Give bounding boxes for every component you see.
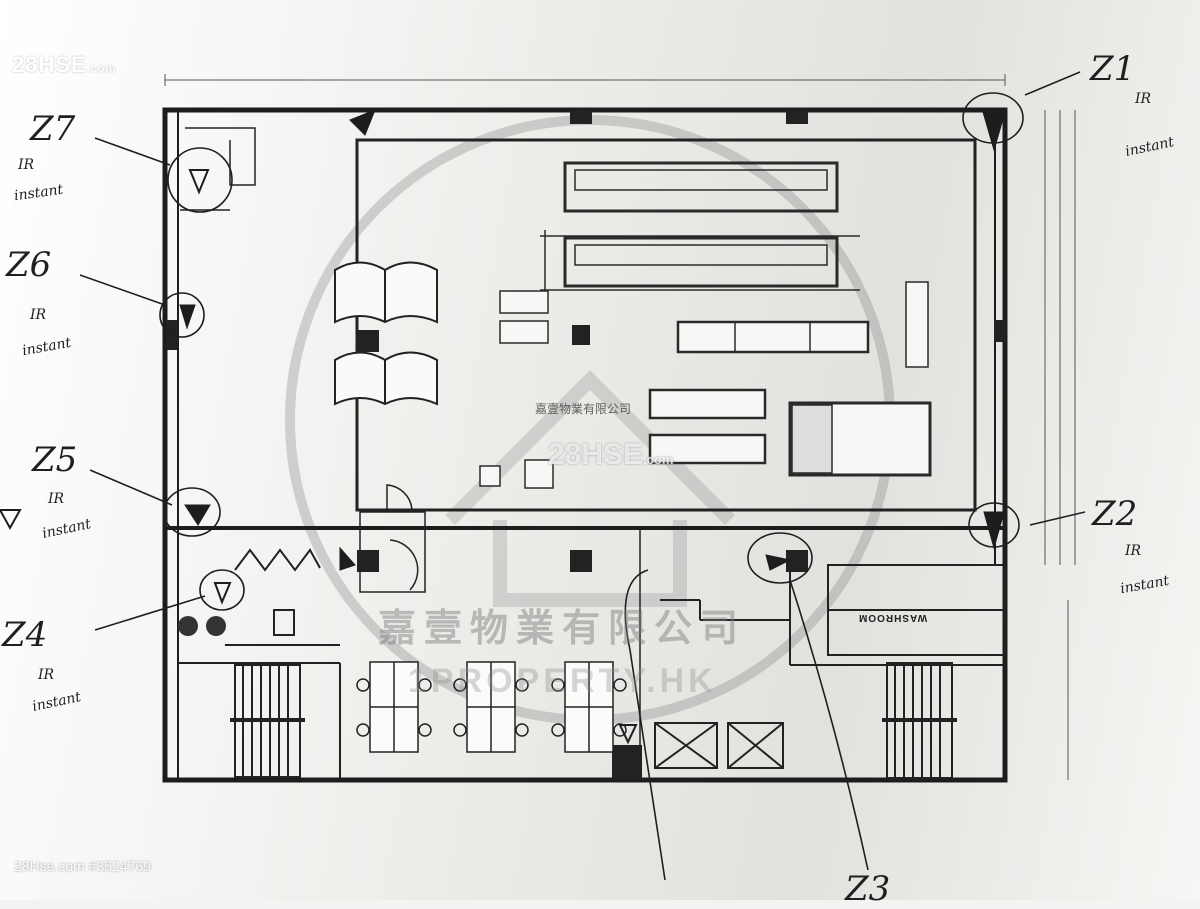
zone-label-z1: Z1: [1090, 49, 1136, 89]
zone-label-z7: Z7: [30, 109, 76, 149]
company-name-cn: 嘉壹物業有限公司: [378, 606, 747, 650]
zone-label-z2: Z2: [1092, 494, 1138, 534]
office-area: [178, 528, 1006, 780]
listing-id: 28Hse.com #3524769: [14, 858, 151, 874]
zone-note-z6-type: IR: [30, 307, 47, 323]
zone-note-z2-type: IR: [1125, 543, 1142, 559]
ir-sensors: [0, 109, 1006, 745]
lifts: [654, 722, 784, 769]
washroom-label: WASHROOM: [858, 612, 928, 623]
production-lines: [540, 161, 860, 300]
zone-label-z5: Z5: [32, 440, 78, 480]
packing-tables: [479, 281, 932, 489]
zone-label-z4: Z4: [2, 615, 48, 655]
office-chairs: [356, 678, 627, 737]
brand-watermark: 28HSE.com: [12, 52, 117, 77]
zone-note-z4-type: IR: [38, 667, 55, 683]
columns: [166, 110, 1006, 780]
pencil-annotations: [79, 71, 1086, 881]
brand-watermark-center: 28HSE.com: [548, 438, 674, 471]
company-name-en: 1PROPERTY.HK: [408, 662, 717, 700]
company-watermark-small: 嘉壹物業有限公司: [535, 402, 632, 416]
zone-label-z6: Z6: [6, 245, 52, 285]
staircase-left: [230, 664, 305, 778]
zone-note-z1-type: IR: [1135, 91, 1152, 107]
equipment: [178, 609, 295, 636]
office-desks: [369, 661, 614, 753]
zone-label-z3: Z3: [845, 869, 891, 909]
heater-zigzag: [234, 548, 321, 572]
staircase-right: [882, 662, 957, 779]
zone-note-z5-type: IR: [48, 491, 65, 507]
air-shower-units: [334, 261, 438, 406]
dimension-lines: [164, 74, 1076, 780]
zone-note-z7-type: IR: [18, 157, 35, 173]
production-room: [355, 138, 977, 512]
